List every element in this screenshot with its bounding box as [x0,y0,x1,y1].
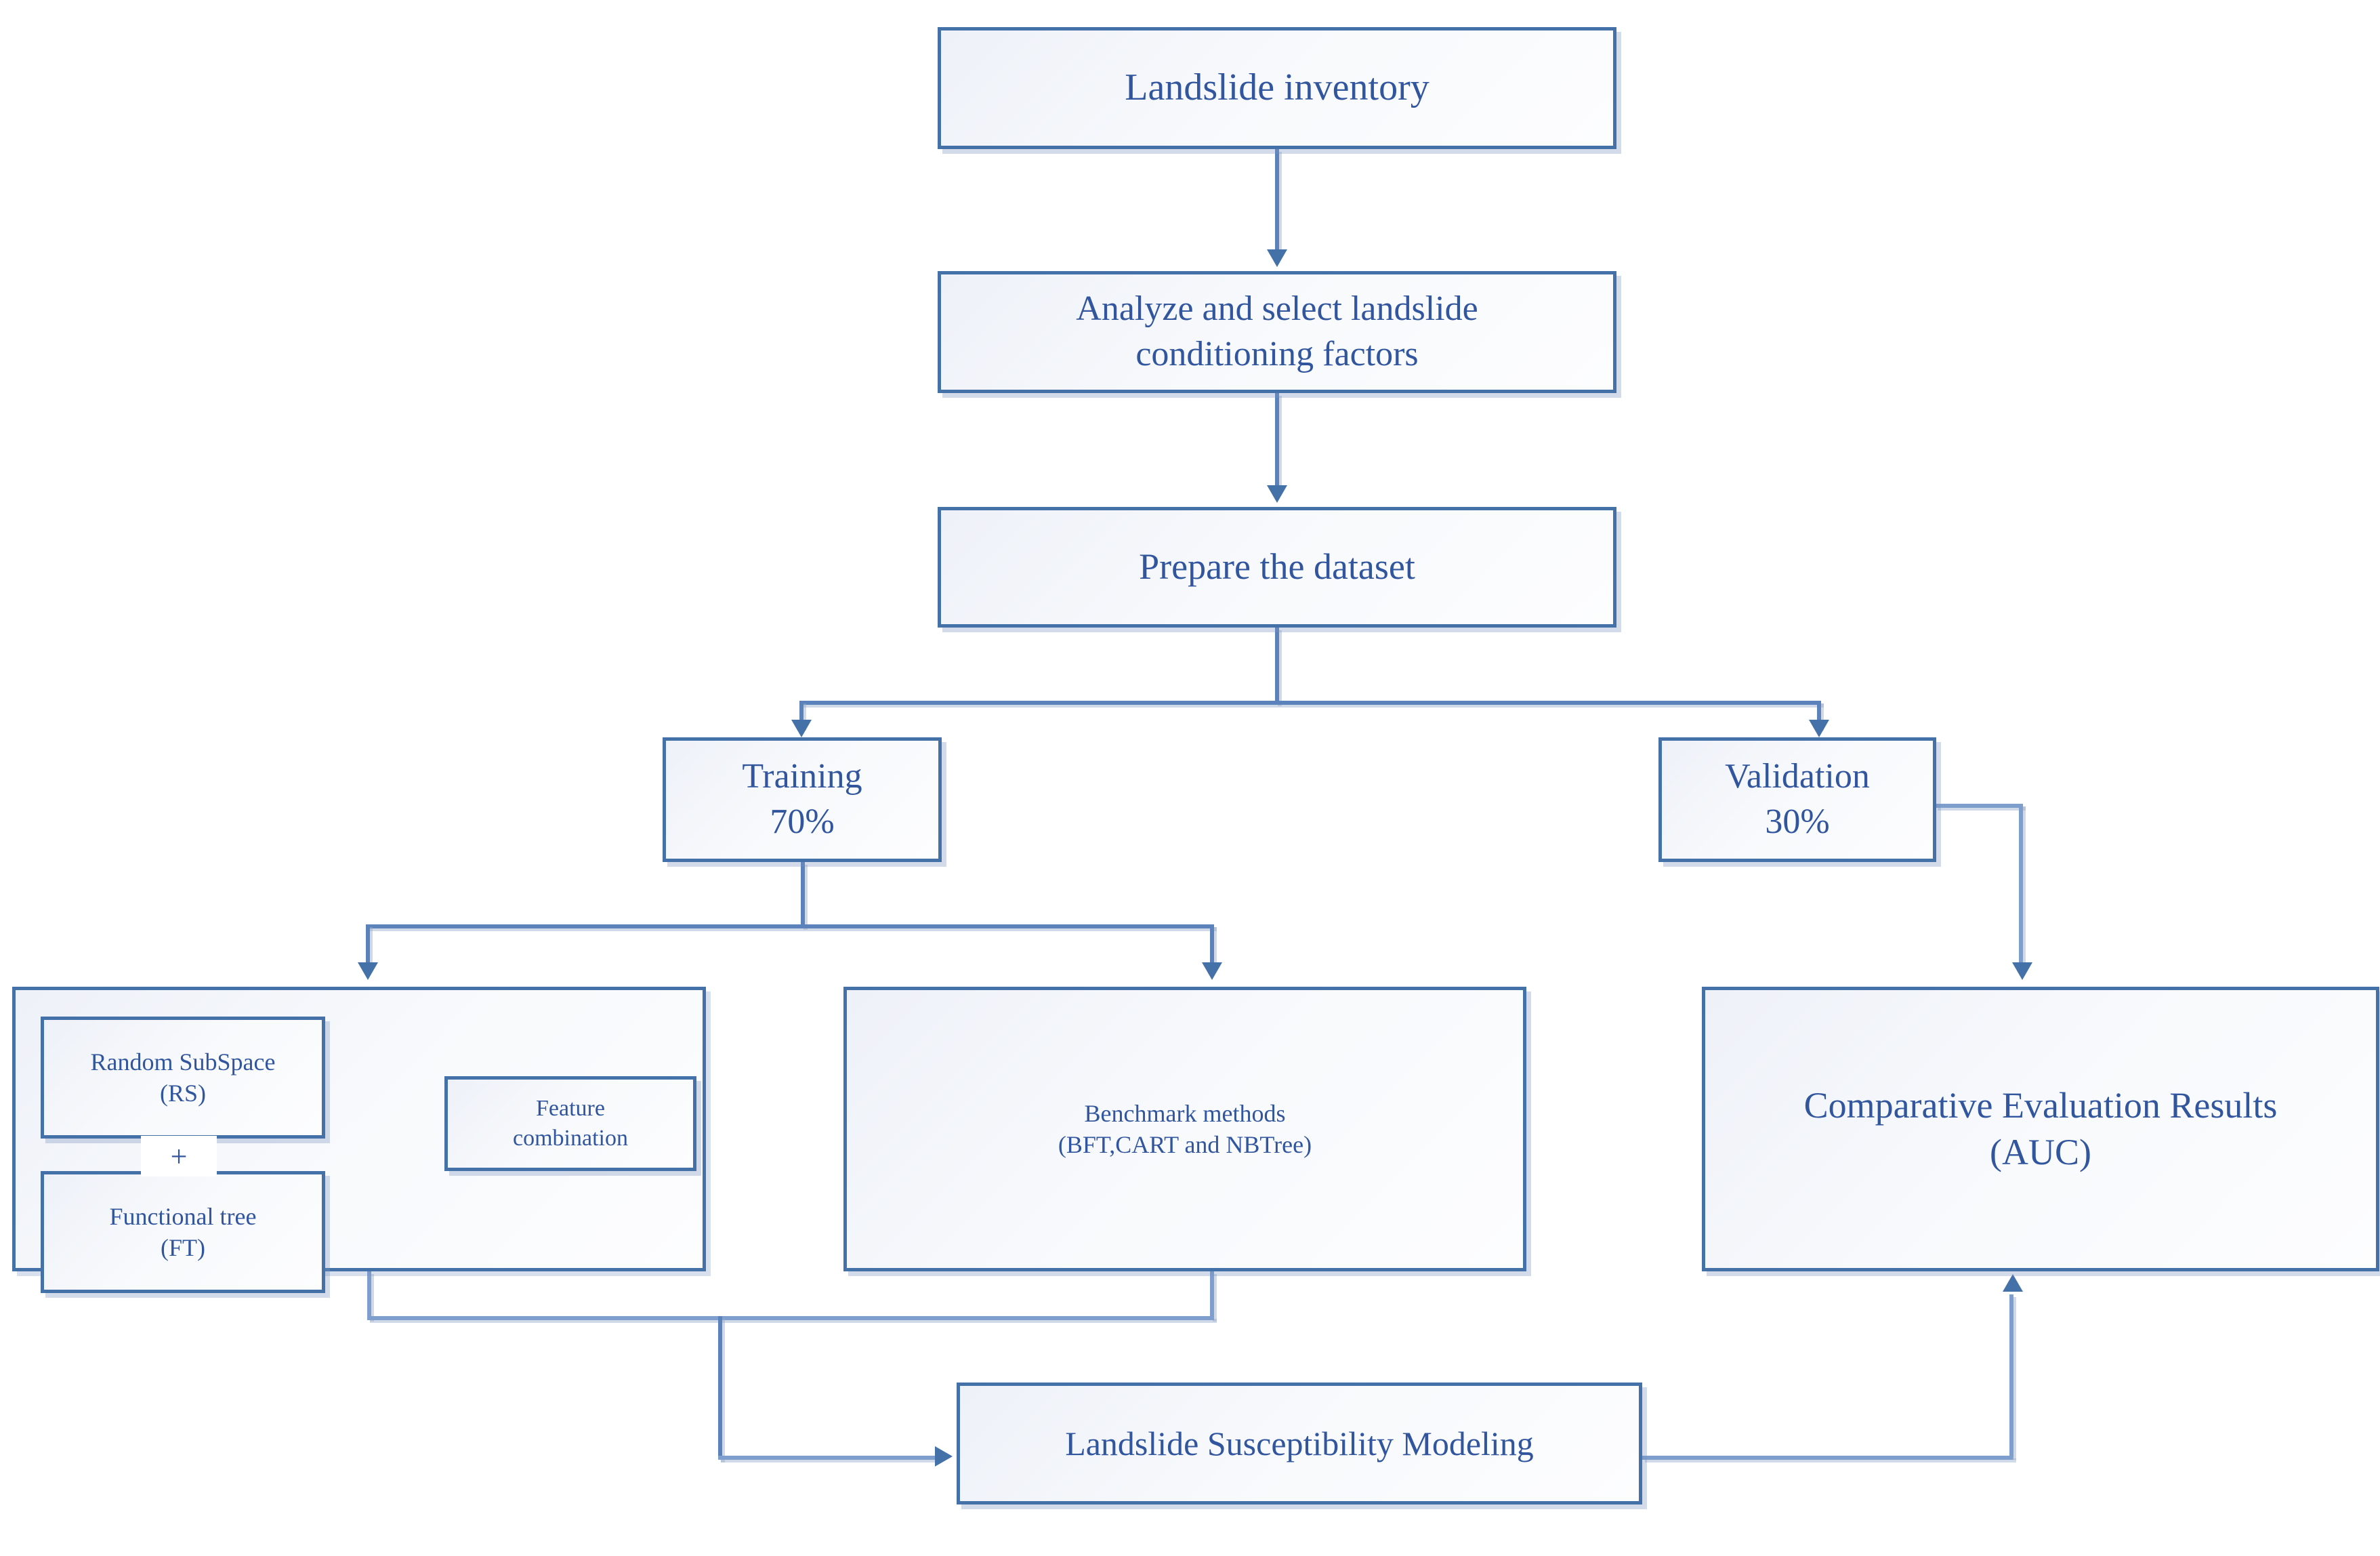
connector-modeling-right [1642,1456,2013,1460]
node-prepare-dataset[interactable]: Prepare the dataset [938,507,1616,628]
connector-training-down [801,862,805,927]
connector-analyze-to-prepare [1275,393,1279,488]
node-benchmark-methods-label: Benchmark methods (BFT,CART and NBTree) [1058,1099,1312,1158]
connector-benchmark-bottom-drop [1210,1271,1214,1319]
connector-split-bar-train-valid [799,701,1821,705]
arrowhead-training-top [791,720,812,737]
connector-split-left-drop [799,701,803,728]
arrowhead-auc-bottom [2003,1274,2023,1292]
node-benchmark-methods[interactable]: Benchmark methods (BFT,CART and NBTree) [843,987,1526,1271]
arrowhead-analyze-top [1267,249,1287,267]
node-functional-tree[interactable]: Functional tree (FT) [41,1171,325,1293]
node-feature-combination-label: Feature combination [513,1096,628,1151]
arrowhead-modeling-left [935,1446,953,1467]
connector-merge-right-to-modeling [718,1456,936,1460]
connector-group-bottom-drop [367,1271,371,1319]
node-landslide-inventory[interactable]: Landslide inventory [938,27,1616,149]
connector-inventory-to-analyze [1275,149,1279,252]
node-training-split[interactable]: Training 70% [663,737,942,862]
connector-models-left-drop [366,924,370,968]
node-functional-tree-label: Functional tree (FT) [109,1202,257,1261]
node-validation-split[interactable]: Validation 30% [1658,737,1936,862]
arrowhead-prepare-top [1267,485,1287,503]
arrowhead-benchmark-top [1202,962,1222,980]
node-landslide-susceptibility-modeling-label: Landslide Susceptibility Modeling [1065,1425,1534,1462]
connector-merge-bar-models [367,1316,1214,1320]
node-plus-operator-label: + [170,1139,188,1173]
node-landslide-inventory-label: Landslide inventory [1125,66,1429,109]
node-feature-combination[interactable]: Feature combination [444,1076,696,1171]
node-prepare-dataset-label: Prepare the dataset [1139,546,1415,588]
arrowhead-rsft-group-top [358,962,378,980]
connector-modeling-up-to-auc [2009,1294,2013,1457]
arrowhead-validation-top [1809,720,1829,737]
connector-validation-down-to-auc [2019,804,2023,968]
node-landslide-susceptibility-modeling[interactable]: Landslide Susceptibility Modeling [957,1383,1642,1504]
node-analyze-conditioning-factors[interactable]: Analyze and select landslide conditionin… [938,271,1616,393]
connector-split-right-drop [1817,701,1821,728]
node-validation-split-label: Validation 30% [1725,757,1870,841]
connector-prepare-down [1275,628,1279,703]
connector-merge-down-to-modeling [718,1316,722,1460]
node-comparative-evaluation-results[interactable]: Comparative Evaluation Results (AUC) [1702,987,2379,1271]
connector-validation-right [1935,804,2023,808]
node-analyze-conditioning-factors-label: Analyze and select landslide conditionin… [1076,289,1478,373]
node-training-split-label: Training 70% [742,757,862,841]
arrowhead-auc-top [2012,962,2032,980]
connector-split-bar-models [366,924,1214,928]
node-comparative-evaluation-results-label: Comparative Evaluation Results (AUC) [1803,1084,2278,1172]
node-random-subspace[interactable]: Random SubSpace (RS) [41,1017,325,1139]
node-random-subspace-label: Random SubSpace (RS) [90,1048,276,1107]
connector-models-right-drop [1210,924,1214,968]
node-plus-operator: + [141,1136,217,1176]
